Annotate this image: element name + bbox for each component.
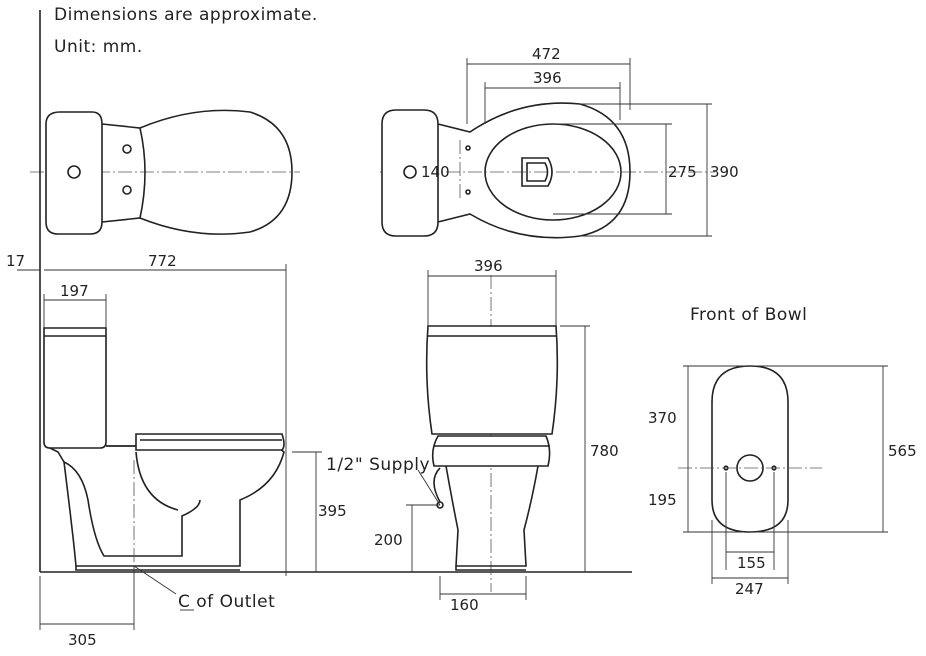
dim-base-width: 160 xyxy=(450,596,479,614)
side-view xyxy=(17,10,632,630)
dim-tank-width: 396 xyxy=(474,257,503,275)
dim-seat-height: 395 xyxy=(318,502,347,520)
dim-overall-height: 780 xyxy=(590,442,619,460)
dim-outer-width: 247 xyxy=(735,580,764,598)
outlet-label: C of Outlet xyxy=(178,592,275,612)
dim-bolt-spacing: 140 xyxy=(421,163,450,181)
front-view xyxy=(406,270,590,600)
dim-overall-depth: 390 xyxy=(710,163,739,181)
supply-label: 1/2" Supply xyxy=(326,455,430,475)
dim-overall-length: 772 xyxy=(148,252,177,270)
dim-tank-depth: 197 xyxy=(60,282,89,300)
dimensions-note: Dimensions are approximate. xyxy=(54,5,318,25)
dim-outlet-offset: 305 xyxy=(68,631,97,649)
dim-inner-width: 155 xyxy=(737,554,766,572)
top-view-left xyxy=(30,109,300,235)
unit-note: Unit: mm. xyxy=(54,37,143,57)
dim-total-height: 565 xyxy=(888,442,917,460)
dim-overall-width: 472 xyxy=(532,45,561,63)
dim-wall-gap: 17 xyxy=(6,252,25,270)
bowl-front-view xyxy=(678,365,888,584)
dim-bowl-width: 396 xyxy=(533,69,562,87)
dim-bowl-depth: 275 xyxy=(668,163,697,181)
dim-upper: 370 xyxy=(648,409,677,427)
bowl-front-title: Front of Bowl xyxy=(690,305,807,325)
top-view-right xyxy=(380,58,715,239)
dim-lower: 195 xyxy=(648,491,677,509)
dim-supply-height: 200 xyxy=(374,531,403,549)
